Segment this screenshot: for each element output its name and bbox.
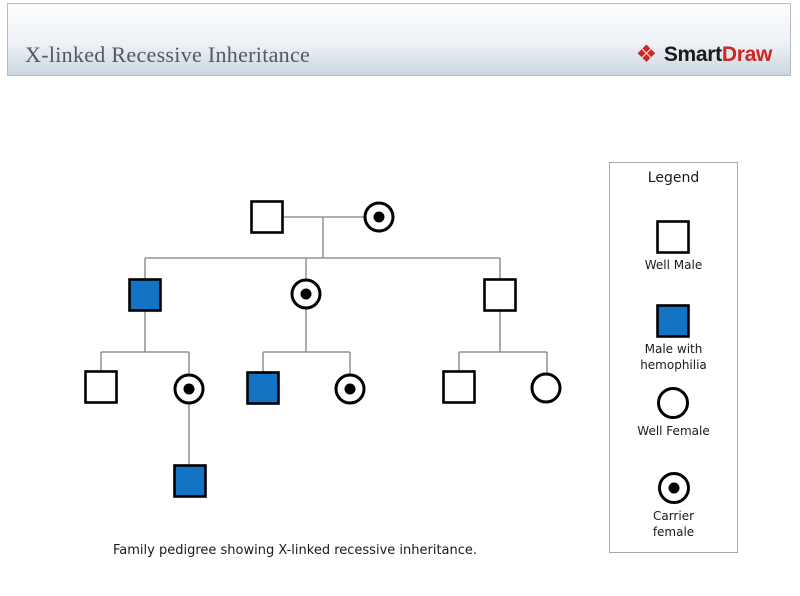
well-female-symbol-icon: [657, 387, 690, 419]
person-III-3: [246, 371, 280, 405]
carrier-female-symbol-icon: [657, 472, 690, 504]
person-I-1: [250, 200, 284, 234]
legend-item-label: Well Male: [644, 258, 703, 272]
legend-title: Legend: [647, 170, 700, 186]
legend-item-well-male: Well Male: [645, 219, 702, 273]
legend-item-well-female: Well Female: [637, 385, 710, 439]
legend-item-label: Well Female: [637, 424, 710, 438]
person-III-1: [84, 370, 118, 404]
well-male-symbol-icon: [656, 220, 691, 254]
legend-item-carrier-female: Carrier female: [653, 470, 694, 540]
logo-text-smart: Smart: [663, 43, 722, 66]
logo-text-draw: Draw: [721, 43, 772, 66]
person-IV-1: [173, 464, 207, 498]
carrier-dot-I-2: [373, 211, 385, 223]
carrier-dot-II-2: [300, 288, 312, 300]
legend-item-label: Carrier female: [652, 509, 695, 539]
caption: Family pedigree showing X-linked recessi…: [113, 543, 478, 558]
legend: Legend Well Male Male with hemophilia We…: [609, 162, 738, 553]
legend-item-male-hemophilia: Male with hemophilia: [640, 303, 707, 373]
person-III-5: [442, 370, 476, 404]
four-diamonds-icon: ❖: [635, 41, 658, 68]
person-III-6: [530, 372, 562, 404]
person-II-1: [128, 278, 162, 312]
person-II-3: [483, 278, 517, 312]
legend-item-label: Male with hemophilia: [640, 342, 707, 372]
carrier-dot-III-2: [183, 383, 195, 395]
page-title: X-linked Recessive Inheritance: [25, 42, 311, 67]
affected-male-symbol-icon: [656, 304, 691, 338]
carrier-dot-III-4: [344, 383, 356, 395]
